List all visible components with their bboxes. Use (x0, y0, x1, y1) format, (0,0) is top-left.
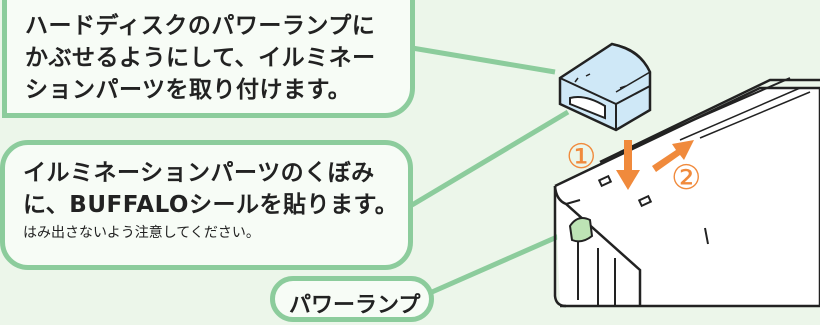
leader-line-top (411, 45, 556, 75)
arrow-up-right (652, 140, 694, 172)
step-2-marker: ② (671, 158, 702, 198)
callout-note: はみ出さないよう注意してください。 (23, 225, 260, 241)
leader-line-bottom (430, 223, 584, 295)
power-lamp (568, 217, 594, 243)
leader-line-middle (410, 109, 570, 208)
step-1-marker: ① (566, 137, 597, 177)
callout-power-lamp: パワーランプ (270, 276, 434, 322)
callout-line: イルミネーションパーツのくぼみ (23, 160, 375, 186)
callout-sticker: イルミネーションパーツのくぼみ に、BUFFALOシールを貼ります。 はみ出さな… (0, 140, 413, 270)
callout-attach-part: ハードディスクのパワーランプに かぶせるようにして、イルミネー ションパーツを取… (2, 0, 415, 118)
callout-line: ションパーツを取り付けます。 (25, 77, 352, 103)
callout-line: かぶせるようにして、イルミネー (25, 45, 376, 71)
callout-line: に、BUFFALOシールを貼ります。 (23, 192, 399, 218)
power-lamp-label: パワーランプ (289, 293, 421, 318)
callout-line: ハードディスクのパワーランプに (25, 13, 376, 39)
arrow-down (616, 140, 640, 190)
